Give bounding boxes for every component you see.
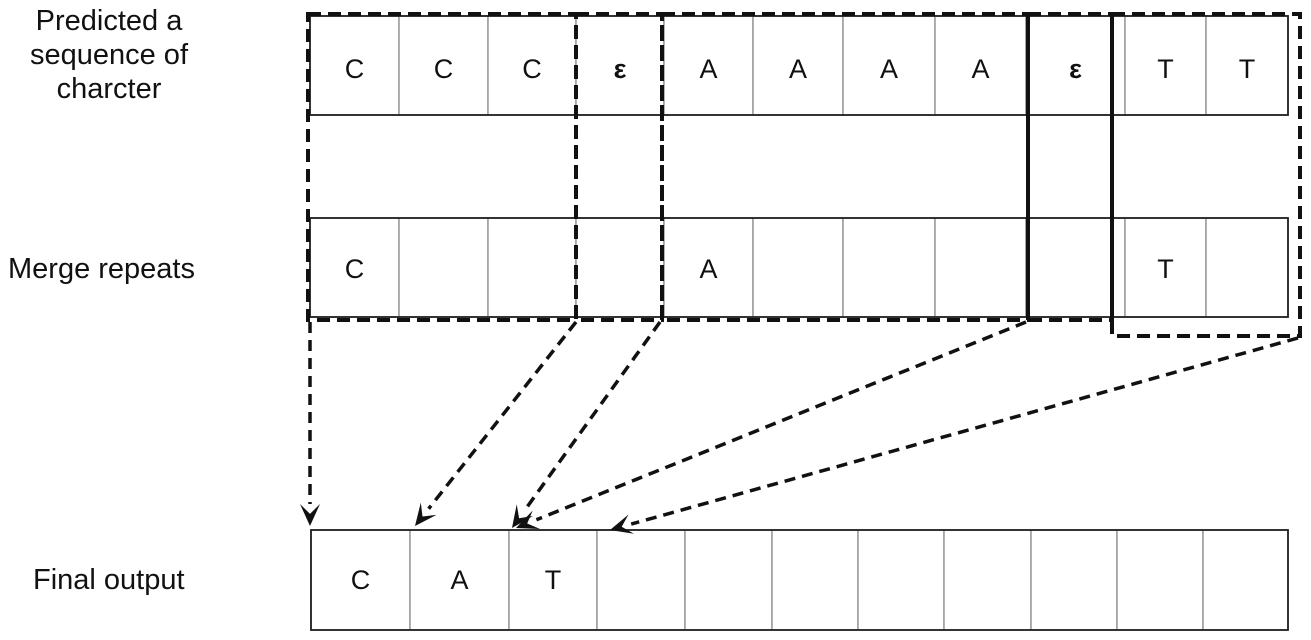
final-cell (310, 529, 411, 631)
predicted-cell (1205, 15, 1289, 116)
predicted-sequence-label: Predicted a sequence of charcter (4, 4, 214, 106)
final-cell (409, 529, 510, 631)
merge-cell (842, 217, 936, 318)
predicted-cell-text: A (880, 54, 898, 84)
merge-cell (1124, 217, 1207, 318)
group-epsilon-2-box (1026, 12, 1114, 322)
arrow-epsilon-2-head (516, 510, 541, 529)
predicted-cell-text: C (522, 54, 542, 84)
arrow-epsilon-1 (415, 320, 578, 526)
predicted-cell (1025, 15, 1126, 116)
group-epsilon-1-box (574, 12, 664, 322)
arrow-t-head (610, 514, 634, 534)
predicted-label-line-3: charcter (56, 73, 162, 105)
merge-cell (398, 217, 489, 318)
final-cell-text: C (351, 565, 371, 595)
predicted-label-line-1: Predicted a (35, 5, 183, 37)
predicted-cell-text: C (434, 54, 454, 84)
final-cell (943, 529, 1032, 631)
final-output-label: Final output (33, 564, 185, 596)
arrow-epsilon-1-line (427, 320, 578, 510)
final-cell (1116, 529, 1204, 631)
final-row-outline (310, 529, 1289, 631)
arrow-t (610, 336, 1299, 534)
final-cell (684, 529, 773, 631)
arrow-c (300, 322, 320, 526)
arrow-epsilon-2 (516, 320, 1027, 529)
predicted-cell (575, 15, 665, 116)
merge-cell-text: C (345, 254, 365, 284)
arrow-a-line (523, 320, 662, 512)
final-cell (596, 529, 686, 631)
predicted-cell-text: A (699, 54, 717, 84)
merge-row-outline (309, 217, 1289, 318)
final-cell-text: T (545, 565, 562, 595)
group-a-box (660, 12, 1030, 322)
arrow-epsilon-1-head (415, 502, 437, 526)
predicted-cell-text: C (345, 54, 365, 84)
predicted-cell (1124, 15, 1207, 116)
predicted-cell-text: ε (614, 54, 627, 84)
final-cell (1030, 529, 1118, 631)
predicted-row-outline (309, 15, 1289, 116)
final-cell-text: A (450, 565, 468, 595)
predicted-cell-text: A (789, 54, 807, 84)
merge-cell (487, 217, 577, 318)
group-boxes (306, 12, 1302, 338)
final-cell (1202, 529, 1289, 631)
merge-cell (1205, 217, 1289, 318)
merge-cell-text: A (699, 254, 717, 284)
predicted-label-line-2: sequence of (29, 39, 188, 71)
merge-cell (752, 217, 844, 318)
predicted-cell-text: ε (1069, 54, 1082, 84)
arrow-epsilon-2-line (535, 320, 1027, 522)
final-cell (857, 529, 945, 631)
merge-cell (934, 217, 1027, 318)
arrow-t-line (630, 336, 1299, 526)
predicted-cell (487, 15, 577, 116)
arrow-c-head (300, 504, 320, 526)
predicted-cell (934, 15, 1027, 116)
merge-repeats-label: Merge repeats (8, 253, 195, 285)
predicted-cell-text: T (1239, 54, 1256, 84)
merge-cell-text: T (1157, 254, 1174, 284)
merge-cell (575, 217, 665, 318)
mapping-arrows (300, 320, 1299, 534)
predicted-cell-text: A (971, 54, 989, 84)
group-t-box (1110, 12, 1302, 338)
predicted-cell-text: T (1157, 54, 1174, 84)
arrow-a-head (512, 504, 533, 528)
final-cell (771, 529, 859, 631)
arrow-a (512, 320, 662, 528)
